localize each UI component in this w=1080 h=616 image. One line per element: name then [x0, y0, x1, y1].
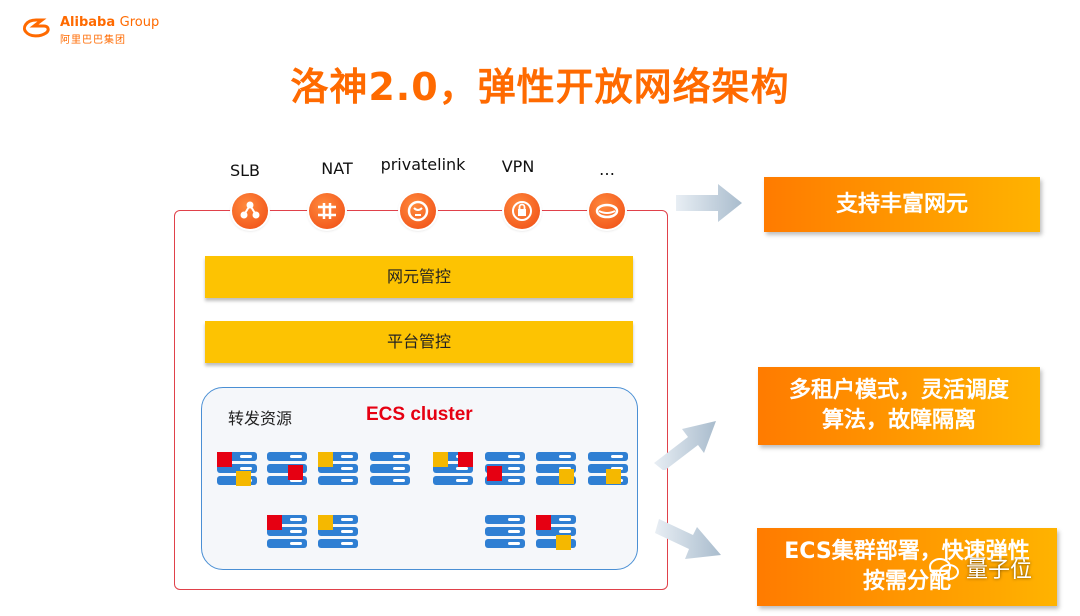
wechat-icon — [929, 558, 959, 580]
server-icon — [267, 452, 307, 488]
slb-icon — [232, 193, 268, 229]
arrow-up-right-icon — [654, 421, 716, 470]
arrow-right-icon — [676, 184, 742, 222]
nf-label-slb: SLB — [229, 161, 261, 180]
nat-icon — [309, 193, 345, 229]
arrow-down-right-icon — [655, 519, 721, 559]
server-icon — [536, 452, 576, 488]
server-icon — [217, 452, 257, 488]
more-icon — [589, 193, 625, 229]
logo-text: Alibaba Group — [60, 15, 160, 30]
server-icon — [433, 452, 473, 488]
forwarding-resources-label: 转发资源 — [228, 409, 293, 428]
alibaba-logo-icon — [22, 18, 50, 38]
ecs-cluster-label: ECS cluster — [366, 404, 473, 425]
nf-label-nat: NAT — [321, 159, 353, 178]
callout-rich-network-functions: 支持丰富网元 — [764, 177, 1040, 232]
callout-ecs-elastic: ECS集群部署，快速弹性 按需分配 — [757, 528, 1057, 606]
callout-multi-tenant: 多租户模式，灵活调度 算法，故障隔离 — [758, 367, 1040, 445]
server-icon — [370, 452, 410, 488]
server-icon — [318, 452, 358, 488]
watermark-text: 量子位 — [966, 558, 1033, 583]
server-icon — [588, 452, 628, 488]
nf-label-vpn: VPN — [501, 157, 535, 176]
server-icon — [485, 515, 525, 551]
privatelink-icon — [400, 193, 436, 229]
nf-label-privatelink: privatelink — [380, 155, 466, 174]
nf-control-bar: 网元管控 — [205, 256, 633, 298]
logo-cn-text: 阿里巴巴集团 — [60, 35, 126, 46]
vpn-icon — [504, 193, 540, 229]
server-icon — [318, 515, 358, 551]
server-icon — [267, 515, 307, 551]
platform-control-bar: 平台管控 — [205, 321, 633, 363]
server-icon — [485, 452, 525, 488]
page-title: 洛神2.0，弹性开放网络架构 — [290, 65, 790, 109]
server-icon — [536, 515, 576, 551]
nf-label-more: … — [599, 160, 615, 179]
